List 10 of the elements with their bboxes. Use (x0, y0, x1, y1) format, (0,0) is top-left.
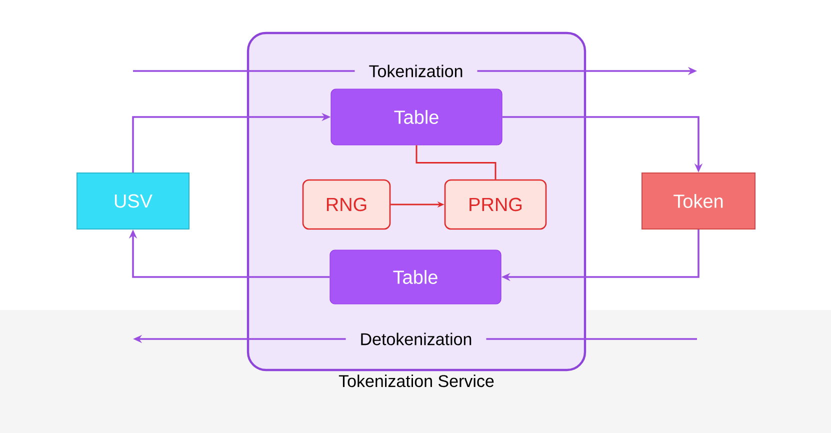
token-box: Token (642, 172, 756, 230)
connector-line (416, 145, 496, 180)
table-box: Table (330, 250, 502, 304)
node-label: Tokenization Service (338, 374, 494, 388)
generator-box: RNG (302, 179, 391, 230)
value-box: USV (76, 172, 190, 230)
generator-box: PRNG (444, 179, 547, 230)
table-box: Table (330, 88, 502, 146)
flow-label: Detokenization (346, 330, 486, 348)
flow-label: Tokenization (354, 62, 478, 80)
